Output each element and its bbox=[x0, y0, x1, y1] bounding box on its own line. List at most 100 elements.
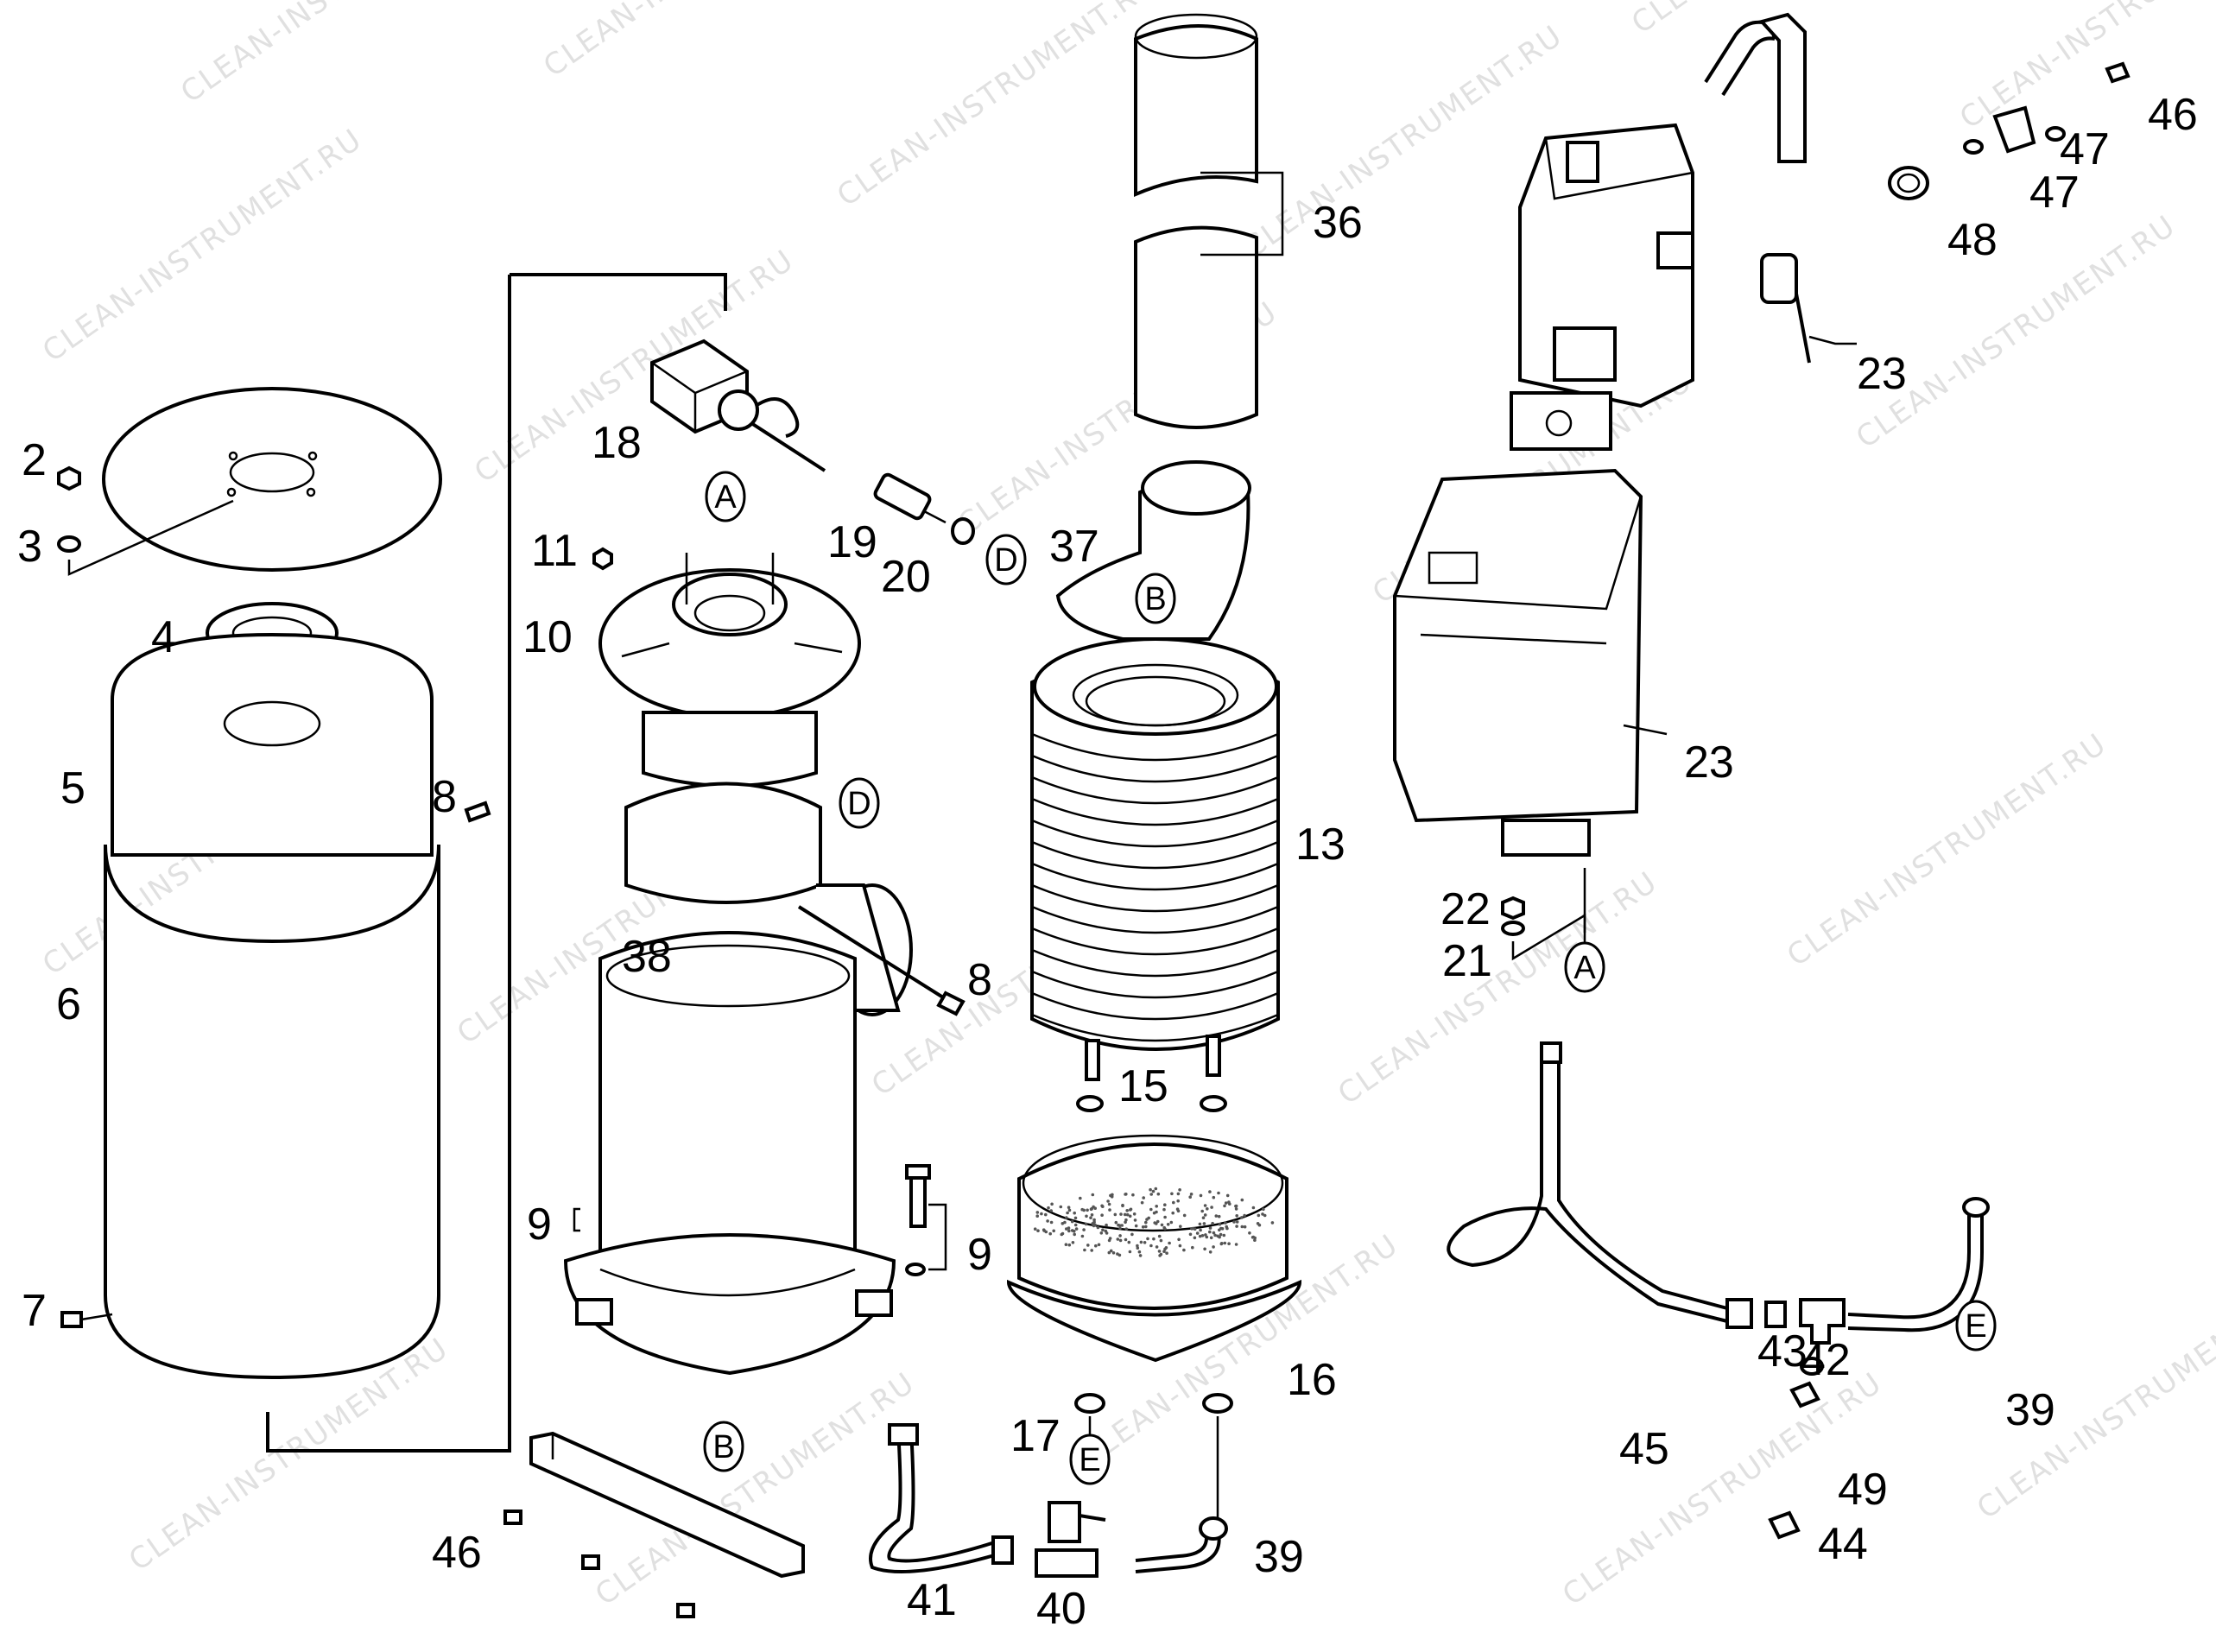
reference-letter-b: B bbox=[1135, 573, 1176, 624]
speckle-dot bbox=[1270, 1221, 1275, 1225]
speckle-dot bbox=[1132, 1212, 1136, 1216]
speckle-dot bbox=[1253, 1238, 1257, 1242]
speckle-dot bbox=[1116, 1237, 1120, 1241]
speckle-dot bbox=[1144, 1220, 1148, 1225]
outer-casing-top-part bbox=[111, 632, 434, 857]
speckle-dot bbox=[1155, 1205, 1158, 1208]
reference-letter-a: A bbox=[1564, 941, 1605, 993]
speckle-dot bbox=[1114, 1220, 1118, 1225]
speckle-dot bbox=[1036, 1229, 1040, 1232]
speckle-dot bbox=[1123, 1212, 1127, 1217]
speckle-dot bbox=[1182, 1213, 1187, 1218]
coil-ring bbox=[1031, 840, 1279, 870]
speckle-dot bbox=[1065, 1227, 1068, 1231]
casing-lid-part bbox=[102, 387, 442, 572]
speckle-dot bbox=[1101, 1228, 1105, 1231]
speckle-dot bbox=[1124, 1218, 1128, 1222]
callout-46: 46 bbox=[2148, 90, 2198, 140]
speckle-dot bbox=[1176, 1199, 1180, 1203]
speckle-dot bbox=[1049, 1220, 1054, 1225]
callout-42: 42 bbox=[1801, 1335, 1851, 1385]
speckle-dot bbox=[1234, 1207, 1238, 1211]
callout-19: 19 bbox=[827, 517, 877, 567]
speckle-dot bbox=[1073, 1211, 1076, 1215]
coil-ring bbox=[1031, 905, 1279, 934]
coil-ring bbox=[1031, 819, 1279, 848]
speckle-dot bbox=[1217, 1214, 1221, 1218]
speckle-dot bbox=[1203, 1213, 1207, 1217]
callout-37: 37 bbox=[1049, 522, 1099, 572]
speckle-dot bbox=[1111, 1251, 1116, 1255]
speckle-dot bbox=[1082, 1228, 1086, 1231]
speckle-dot bbox=[1059, 1205, 1063, 1209]
speckle-dot bbox=[1130, 1232, 1134, 1237]
reference-letter-d: D bbox=[985, 534, 1027, 585]
callout-38: 38 bbox=[622, 932, 672, 982]
speckle-dot bbox=[1189, 1193, 1193, 1196]
speckle-dot bbox=[1213, 1233, 1217, 1237]
speckle-dot bbox=[1222, 1233, 1226, 1237]
connectors-15-part bbox=[1076, 1035, 1227, 1112]
speckle-dot bbox=[1084, 1222, 1088, 1226]
callout-41: 41 bbox=[907, 1575, 957, 1625]
speckle-dot bbox=[1107, 1238, 1111, 1243]
speckle-dot bbox=[1138, 1254, 1143, 1257]
speckle-dot bbox=[1240, 1198, 1244, 1202]
nut-2-part bbox=[57, 465, 81, 491]
speckle-dot bbox=[1067, 1206, 1071, 1209]
callout-6: 6 bbox=[56, 979, 81, 1029]
speckle-dot bbox=[1223, 1241, 1227, 1245]
speckle-dot bbox=[1109, 1249, 1113, 1253]
svg-text:B: B bbox=[712, 1429, 734, 1465]
flue-pipe-top-part bbox=[1134, 13, 1258, 198]
reference-letter-b: B bbox=[703, 1421, 744, 1472]
leader-36 bbox=[1200, 171, 1284, 256]
speckle-dot bbox=[1141, 1225, 1145, 1229]
speckle-dot bbox=[1067, 1208, 1072, 1212]
svg-text:A: A bbox=[1573, 950, 1596, 986]
callout-15: 15 bbox=[1118, 1061, 1168, 1111]
watermark-text: CLEAN-INSTRUMENT.RU bbox=[831, 0, 1163, 213]
callout-7: 7 bbox=[22, 1286, 47, 1336]
speckle-dot bbox=[1176, 1192, 1181, 1196]
watermark-text: CLEAN-INSTRUMENT.RU bbox=[36, 122, 369, 369]
speckle-dot bbox=[1199, 1193, 1203, 1198]
callout-46: 46 bbox=[432, 1528, 482, 1578]
speckle-dot bbox=[1211, 1221, 1214, 1225]
speckle-dot bbox=[1086, 1208, 1089, 1212]
speckle-dot bbox=[1178, 1188, 1181, 1192]
leader-2-3 bbox=[67, 499, 234, 576]
speckle-dot bbox=[1067, 1243, 1072, 1247]
pipe-elbow-top-part bbox=[1704, 12, 1807, 163]
watermark-text: CLEAN-INSTRUMENT.RU bbox=[1781, 726, 2113, 973]
callout-47: 47 bbox=[2029, 168, 2080, 218]
speckle-dot bbox=[1155, 1219, 1160, 1224]
callout-8: 8 bbox=[967, 955, 992, 1005]
speckle-dot bbox=[1172, 1200, 1175, 1205]
callout-2: 2 bbox=[22, 435, 47, 485]
speckle-dot bbox=[1188, 1232, 1193, 1237]
speckle-dot bbox=[1107, 1202, 1111, 1206]
screw-7-part bbox=[60, 1311, 113, 1328]
speckle-dot bbox=[1147, 1216, 1150, 1220]
speckle-dot bbox=[1052, 1229, 1055, 1233]
burner-cover-part bbox=[1393, 468, 1643, 857]
speckle-dot bbox=[1151, 1189, 1155, 1193]
support-rail-part bbox=[529, 1431, 805, 1579]
speckle-dot bbox=[1139, 1240, 1143, 1244]
speckle-dot bbox=[1106, 1199, 1110, 1203]
speckle-dot bbox=[1208, 1250, 1212, 1254]
speckle-dot bbox=[1074, 1227, 1079, 1231]
speckle-dot bbox=[1089, 1216, 1092, 1219]
speckle-dot bbox=[1208, 1226, 1212, 1230]
speckle-dot bbox=[1136, 1244, 1139, 1248]
callout-40: 40 bbox=[1036, 1584, 1086, 1634]
speckle-dot bbox=[1191, 1245, 1194, 1250]
coil-ring bbox=[1031, 1013, 1279, 1042]
callout-18: 18 bbox=[592, 418, 642, 468]
speckle-dot bbox=[1092, 1205, 1095, 1209]
frame-bracket-line-bottom bbox=[266, 275, 511, 1453]
speckle-dot bbox=[1070, 1219, 1074, 1224]
speckle-dot bbox=[1198, 1222, 1202, 1226]
reference-letter-e: E bbox=[1069, 1434, 1111, 1485]
